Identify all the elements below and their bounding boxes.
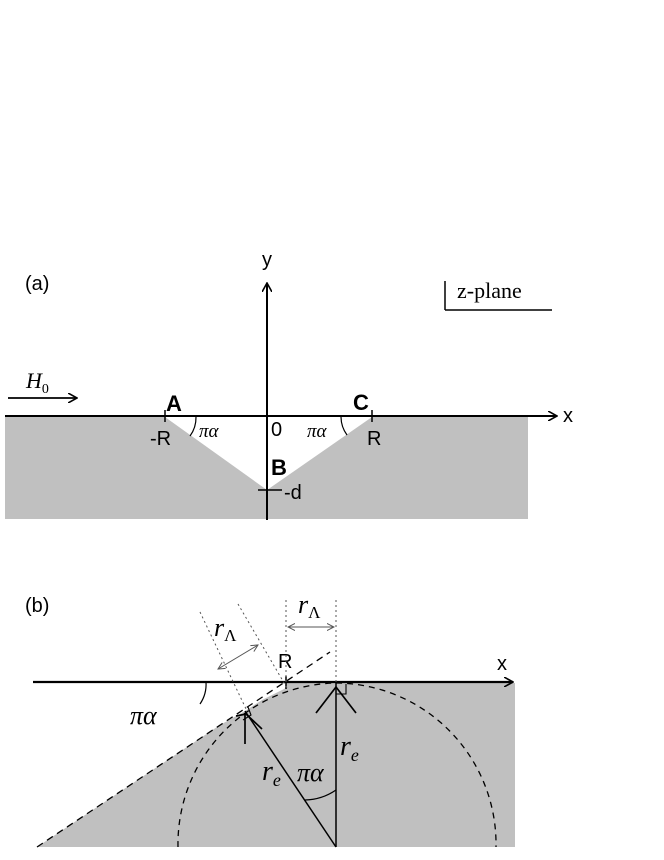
- panel-a-label: (a): [25, 273, 49, 295]
- panel-b: (b) x R rΛ rΛ re: [25, 590, 515, 848]
- circle-dashed: [177, 682, 497, 848]
- r-lambda-label-top: rΛ: [298, 590, 321, 622]
- angle-arc-b-center: [304, 789, 337, 801]
- guide-dotted-4: [237, 603, 288, 689]
- right-angle-top: [336, 684, 347, 695]
- tick-minus-r-label: -R: [150, 428, 171, 450]
- h0-label: H0: [25, 368, 49, 397]
- angle-arc-left: [189, 416, 197, 437]
- tick-r-label: R: [367, 428, 381, 450]
- angle-right-label: πα: [307, 421, 328, 442]
- z-plane-label: z-plane: [457, 278, 522, 303]
- half-plane-fill: [5, 417, 528, 519]
- r-e-label-right: re: [340, 731, 359, 765]
- angle-b-center-label: πα: [297, 758, 325, 787]
- radius-slanted: [244, 710, 337, 848]
- tick-minus-d-label: -d: [284, 482, 302, 504]
- point-c-label: C: [353, 390, 369, 415]
- guide-dotted-3: [199, 611, 248, 712]
- origin-label: 0: [271, 419, 282, 441]
- r-e-label-slanted: re: [262, 756, 281, 790]
- angle-arc-b-left: [199, 681, 207, 705]
- tick-r-b-label: R: [278, 651, 292, 673]
- angle-arc-right: [340, 416, 348, 436]
- wedge-fill: [37, 683, 515, 847]
- point-b-label: B: [271, 455, 287, 480]
- angle-b-left-label: πα: [130, 701, 158, 730]
- x-axis-label: x: [563, 405, 573, 427]
- panel-a: (a) y x H0 z-plane A C B -R R 0 -d πα πα: [5, 249, 573, 520]
- chevron-tangent: [235, 713, 263, 730]
- r-lambda-label-slanted: rΛ: [214, 613, 237, 645]
- tangent-line-dashed: [36, 651, 331, 848]
- y-axis-label: y: [262, 249, 272, 271]
- panel-b-label: (b): [25, 595, 49, 617]
- r-lambda-dim-slanted: [218, 645, 258, 669]
- chevron-top: [315, 685, 357, 714]
- point-a-label: A: [166, 391, 182, 416]
- x-axis-b-label: x: [497, 653, 507, 675]
- angle-left-label: πα: [199, 421, 220, 442]
